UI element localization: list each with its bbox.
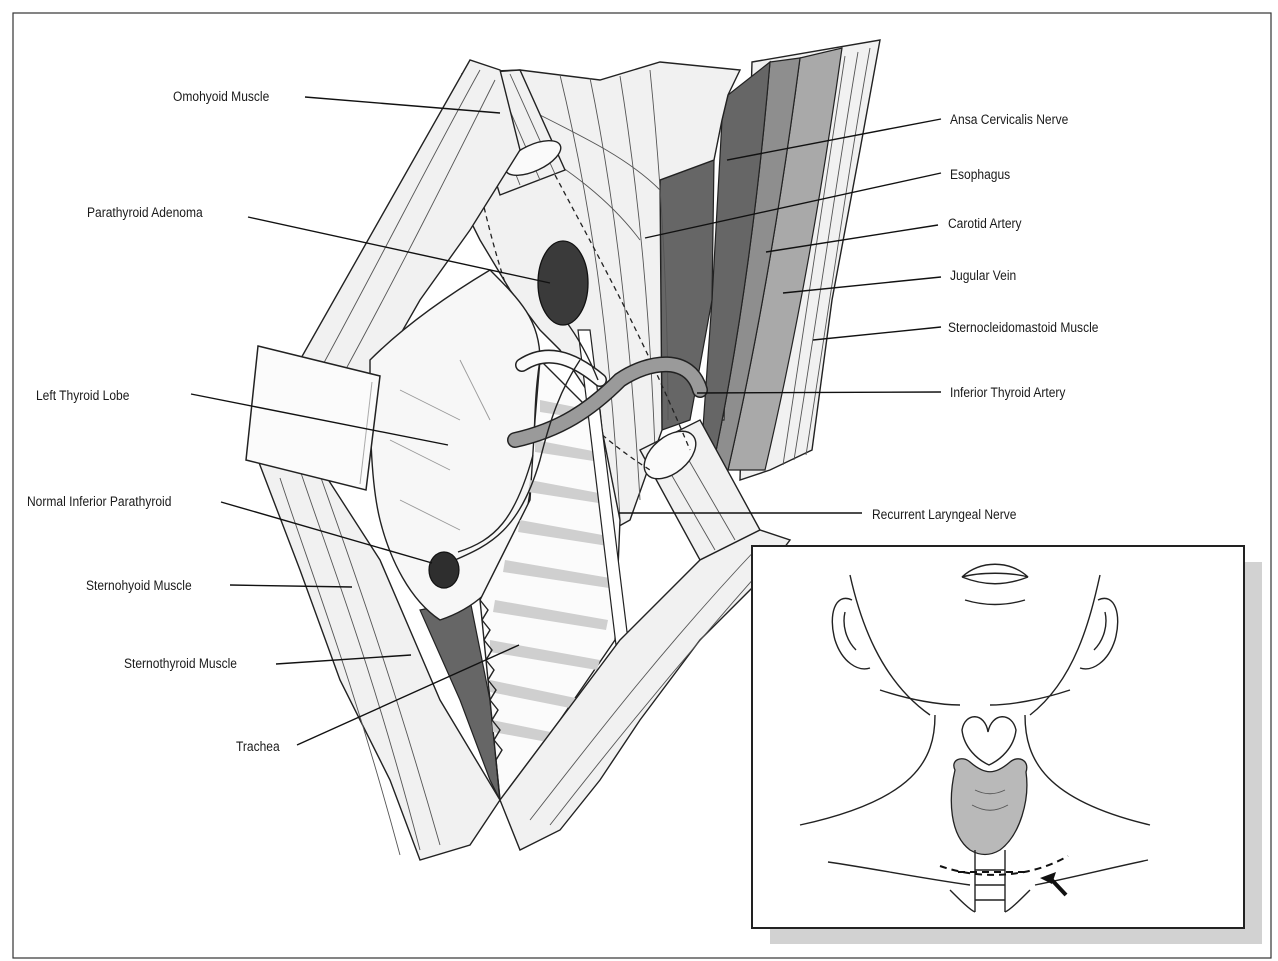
- label-sternocleidomastoid-muscle: Sternocleidomastoid Muscle: [948, 319, 1098, 335]
- normal-inferior-parathyroid: [429, 552, 459, 588]
- label-omohyoid-muscle: Omohyoid Muscle: [173, 88, 269, 104]
- label-left-thyroid-lobe: Left Thyroid Lobe: [36, 387, 129, 403]
- label-recurrent-laryngeal-nerve: Recurrent Laryngeal Nerve: [872, 506, 1016, 522]
- label-carotid-artery: Carotid Artery: [948, 215, 1022, 231]
- parathyroid-adenoma: [538, 241, 588, 325]
- label-parathyroid-adenoma: Parathyroid Adenoma: [87, 204, 203, 220]
- label-inferior-thyroid-artery: Inferior Thyroid Artery: [950, 384, 1066, 400]
- label-trachea: Trachea: [236, 738, 280, 754]
- label-sternohyoid-muscle: Sternohyoid Muscle: [86, 577, 192, 593]
- label-jugular-vein: Jugular Vein: [950, 267, 1016, 283]
- incision-site-inset: [752, 546, 1262, 944]
- label-esophagus: Esophagus: [950, 166, 1011, 182]
- label-sternothyroid-muscle: Sternothyroid Muscle: [124, 655, 237, 671]
- label-normal-inferior-parathyroid: Normal Inferior Parathyroid: [27, 493, 171, 509]
- label-ansa-cervicalis-nerve: Ansa Cervicalis Nerve: [950, 111, 1068, 127]
